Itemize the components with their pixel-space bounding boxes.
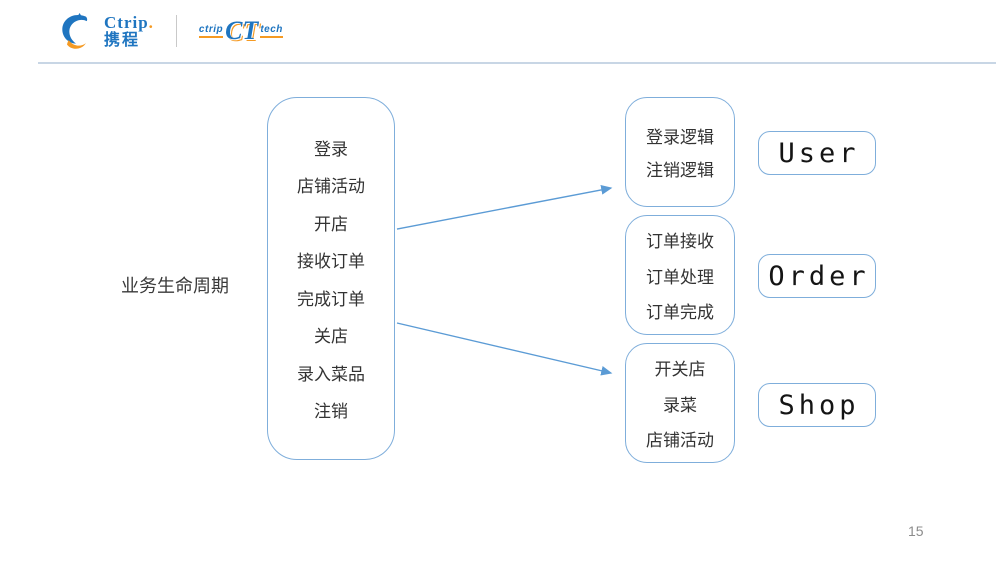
lifecycle-step: 开店 — [314, 214, 348, 234]
lifecycle-step: 关店 — [314, 327, 348, 347]
ctrip-tech-logo: ctrip CT tech — [198, 16, 283, 45]
logic-item: 订单完成 — [646, 303, 714, 322]
service-name: Shop — [778, 389, 860, 421]
service-box-user: User — [758, 131, 876, 175]
shop-logic-box: 开关店 录菜 店铺活动 — [625, 343, 735, 463]
logo-divider — [175, 15, 177, 47]
header-divider-line — [38, 62, 996, 64]
lifecycle-step: 完成订单 — [297, 289, 365, 309]
order-logic-box: 订单接收 订单处理 订单完成 — [625, 215, 735, 335]
logic-item: 注销逻辑 — [646, 161, 714, 180]
cttech-prefix-label: ctrip — [198, 24, 224, 38]
slide-header: Ctrip. 携程 ctrip CT tech — [0, 0, 1000, 64]
lifecycle-step: 店铺活动 — [297, 177, 365, 197]
logic-item: 订单处理 — [646, 267, 714, 287]
ctrip-zh-label: 携程 — [104, 31, 141, 49]
ctrip-en-label: Ctrip. — [104, 12, 154, 32]
user-logic-box: 登录逻辑 注销逻辑 — [625, 97, 735, 207]
ctrip-dolphin-icon — [62, 13, 88, 49]
ctrip-wordmark: Ctrip. 携程 — [104, 14, 154, 49]
logic-item: 订单接收 — [646, 232, 714, 251]
cttech-main-label: CT — [225, 16, 259, 45]
lifecycle-step: 接收订单 — [297, 252, 365, 272]
orange-dot: . — [148, 12, 154, 32]
lifecycle-step: 注销 — [314, 401, 348, 421]
lifecycle-step: 登录 — [314, 140, 348, 159]
logic-item: 录菜 — [663, 395, 697, 415]
cttech-suffix-label: tech — [260, 24, 283, 38]
ctrip-brand-logo: Ctrip. 携程 ctrip CT tech — [58, 12, 283, 50]
logic-item: 登录逻辑 — [646, 128, 714, 147]
arrow-lifecycle-to-user — [396, 185, 613, 230]
service-name: Order — [768, 260, 870, 292]
page-number: 15 — [908, 523, 924, 539]
service-box-order: Order — [758, 254, 876, 298]
logic-item: 开关店 — [654, 360, 706, 379]
lifecycle-box: 登录 店铺活动 开店 接收订单 完成订单 关店 录入菜品 注销 — [267, 97, 395, 460]
lifecycle-step: 录入菜品 — [297, 364, 365, 384]
service-box-shop: Shop — [758, 383, 876, 427]
lifecycle-title: 业务生命周期 — [121, 276, 229, 296]
arrow-lifecycle-to-shop — [396, 322, 613, 376]
service-name: User — [778, 137, 860, 169]
logic-item: 店铺活动 — [646, 431, 714, 450]
